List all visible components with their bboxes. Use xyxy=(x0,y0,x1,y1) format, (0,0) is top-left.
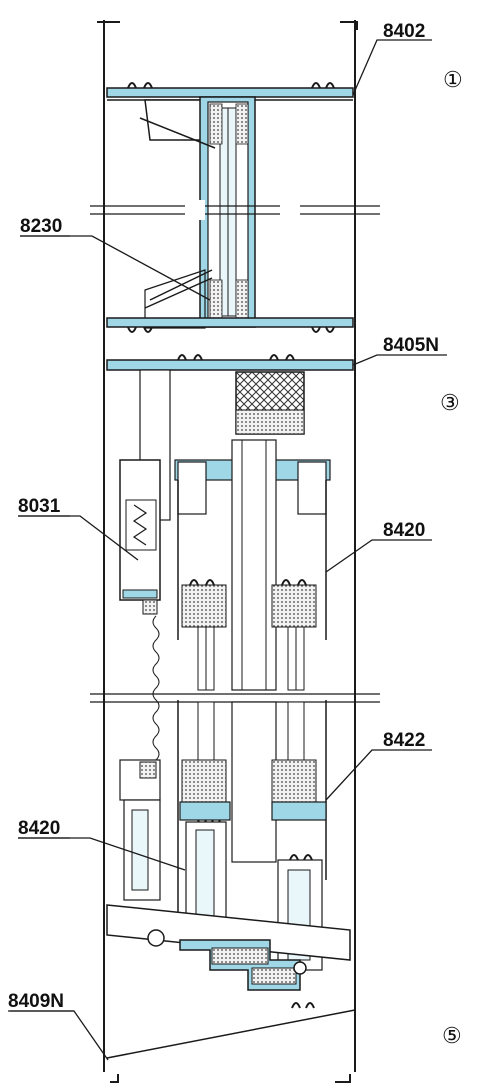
blind-box-8031 xyxy=(119,459,161,773)
callout-8402: 8402 xyxy=(383,21,425,42)
section-number-1: ① xyxy=(443,67,463,92)
leader-lines xyxy=(10,39,383,1061)
section-numbers: ① ③ ⑤ xyxy=(440,67,463,1048)
callout-8405N: 8405N xyxy=(383,335,439,356)
break-line-upper xyxy=(90,200,380,220)
callout-8422: 8422 xyxy=(383,730,425,751)
outer-frame xyxy=(97,20,358,1083)
section-number-5: ⑤ xyxy=(442,1023,462,1048)
callout-8409N: 8409N xyxy=(8,991,64,1012)
section-number-3: ③ xyxy=(440,390,460,415)
callout-8420-upper: 8420 xyxy=(383,520,425,541)
sill-profile-8409N xyxy=(106,904,356,1059)
break-line-lower xyxy=(90,693,380,703)
side-sash-lower xyxy=(119,759,161,901)
callout-8230: 8230 xyxy=(20,216,62,237)
sash-frame-upper xyxy=(174,439,331,691)
vent-sash-8230 xyxy=(106,96,354,333)
callout-8031: 8031 xyxy=(18,496,61,517)
callout-8420-lower: 8420 xyxy=(18,818,60,839)
callout-labels: 8402 8230 8405N 8031 8420 8422 8420 8409… xyxy=(8,21,447,1012)
